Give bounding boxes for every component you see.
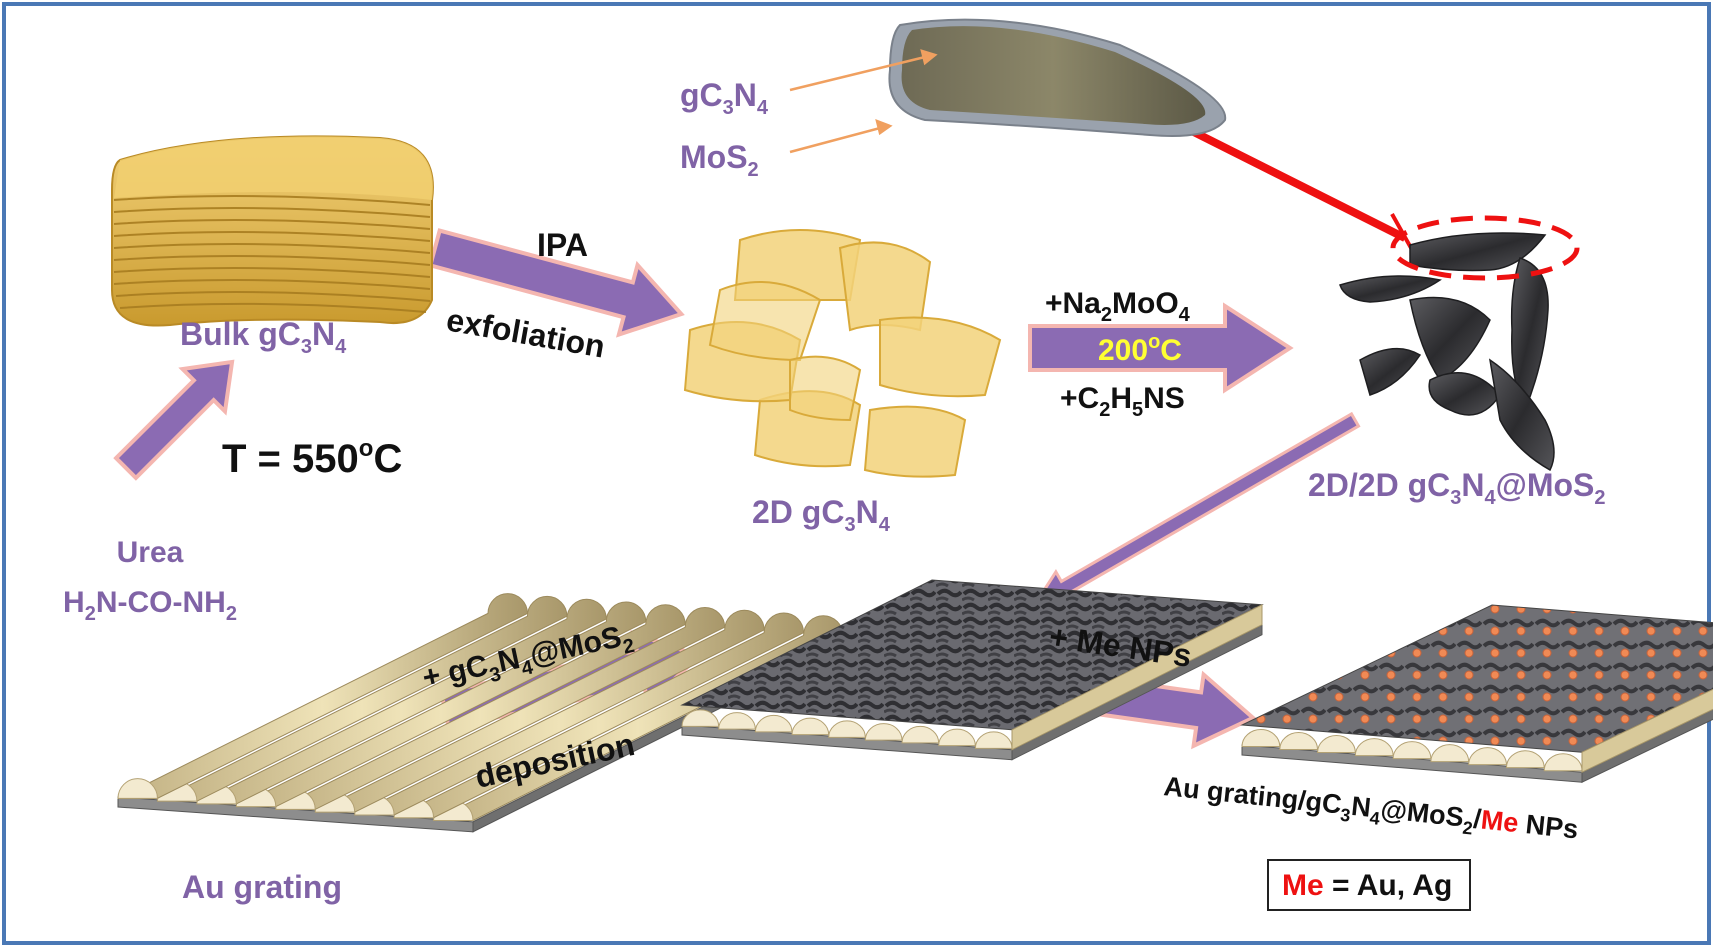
label-pointer-arrows — [789, 49, 938, 154]
arrow-urea-to-bulk — [113, 359, 235, 481]
arrow-hydrothermal — [1028, 302, 1294, 394]
2d-gc3n4-label: 2D gC3N4 — [752, 494, 891, 536]
zoom-gc3n4-label: gC3N4 — [680, 77, 769, 119]
temperature-200-label: 200oC — [1098, 331, 1182, 367]
zoom-mos2-label: MoS2 — [680, 139, 759, 181]
highlight-ellipse — [1390, 215, 1580, 281]
au-grating-label: Au grating — [182, 869, 342, 905]
svg-text:Me = Au, Ag: Me = Au, Ag — [1282, 869, 1452, 902]
zoomed-core-shell-sheet — [888, 18, 1227, 137]
me-legend-box: Me = Au, Ag — [1267, 859, 1471, 911]
urea-formula: H2N-CO-NH2 — [63, 586, 237, 625]
composite-sheets — [1339, 232, 1555, 472]
na2moo4-label: +Na2MoO4 — [1045, 287, 1191, 326]
composite-label: 2D/2D gC3N4@MoS2 — [1308, 467, 1605, 509]
urea-label: Urea — [117, 536, 184, 569]
bulk-gc3n4-stack — [111, 135, 434, 327]
ipa-label: IPA — [537, 227, 588, 263]
2d-gc3n4-sheets — [683, 229, 1002, 478]
bulk-gc3n4-label: Bulk gC3N4 — [180, 316, 347, 358]
np-decorated-grating-substrate — [1240, 604, 1713, 783]
temperature-550-label: T = 550oC — [222, 435, 402, 481]
arrow-exfoliation — [427, 228, 685, 338]
thioacetamide-label: +C2H5NS — [1060, 382, 1185, 421]
coated-grating-substrate — [680, 579, 1264, 761]
